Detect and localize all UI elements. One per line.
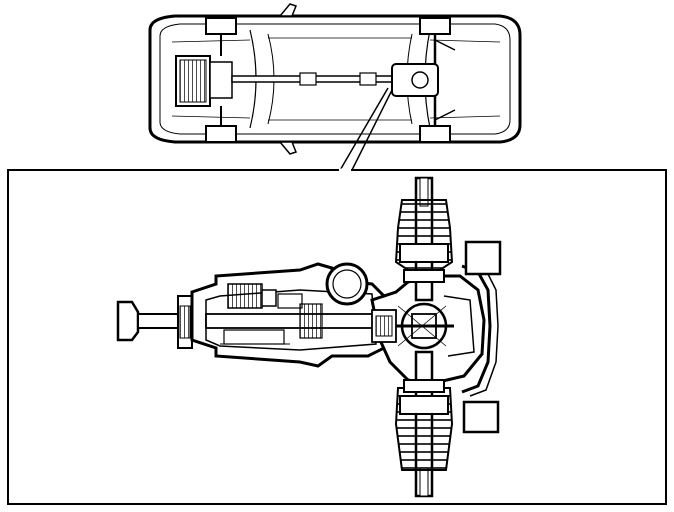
car-body-inner-line bbox=[159, 23, 511, 135]
rear-axle-links bbox=[434, 39, 456, 121]
rear-differential bbox=[391, 63, 439, 97]
upper-mount-block bbox=[464, 240, 502, 276]
trunk-line-bottom bbox=[429, 115, 501, 119]
upper-cv-boot bbox=[394, 199, 454, 283]
trunk-line-top bbox=[429, 39, 501, 43]
left-mirror bbox=[278, 3, 297, 17]
front-left-wheel bbox=[205, 17, 237, 35]
transmission-housing bbox=[190, 262, 407, 368]
drivetrain-cutaway bbox=[116, 176, 502, 498]
lower-mount-block bbox=[462, 400, 500, 434]
detail-callout-lines bbox=[338, 87, 393, 173]
engine-block bbox=[175, 55, 233, 107]
hood-line-bottom bbox=[171, 115, 251, 119]
hood-line-top bbox=[171, 39, 251, 43]
front-right-wheel bbox=[205, 125, 237, 143]
right-mirror bbox=[278, 141, 297, 155]
driveshaft-flange bbox=[116, 295, 193, 349]
lower-cv-boot bbox=[394, 379, 454, 471]
propeller-shaft bbox=[231, 72, 393, 86]
differential-housing bbox=[370, 274, 486, 386]
rear-left-wheel bbox=[419, 17, 451, 35]
rear-right-wheel bbox=[419, 125, 451, 143]
car-top-view bbox=[148, 3, 522, 155]
gear-pack bbox=[227, 283, 263, 309]
